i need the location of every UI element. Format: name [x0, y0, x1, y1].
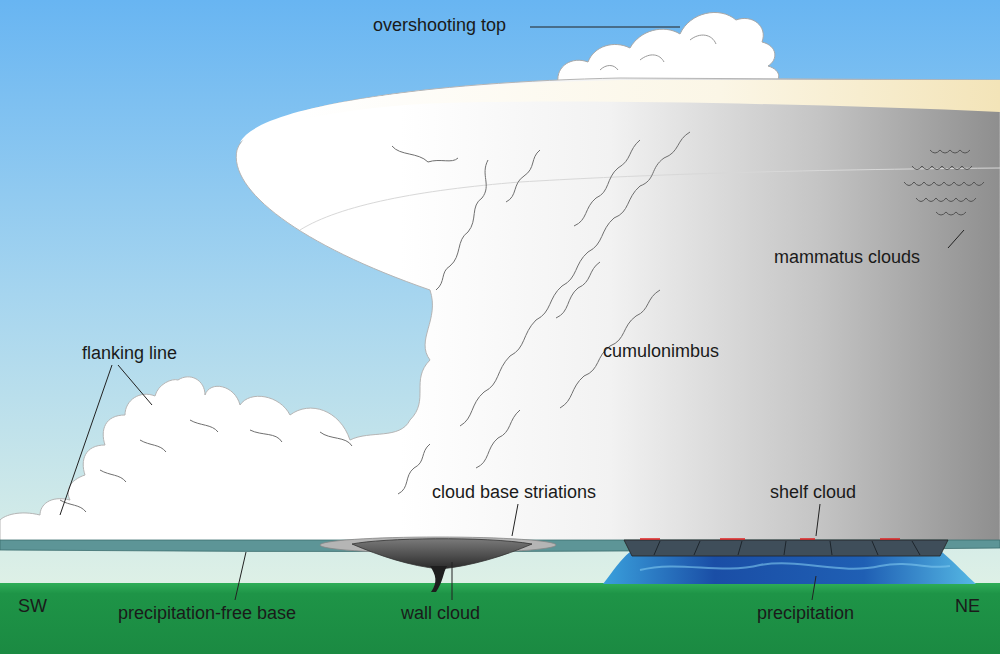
cloud-texture	[556, 262, 600, 318]
callout-label: shelf cloud	[770, 481, 856, 503]
shelf-striations	[654, 541, 920, 555]
callout-label: mammatus clouds	[774, 246, 920, 268]
mammatus-lobes	[930, 150, 970, 153]
cloud-texture	[460, 132, 690, 426]
callout-label: cumulonimbus	[603, 340, 719, 362]
mammatus-clouds	[904, 150, 984, 215]
cloud-texture	[398, 444, 430, 494]
callout-label: wall cloud	[401, 602, 480, 624]
shelf-edge-marks	[640, 538, 900, 540]
compass-direction: NE	[955, 595, 980, 617]
cloud-texture	[60, 132, 690, 512]
cloud-texture	[476, 410, 520, 468]
leader-line	[530, 27, 680, 28]
overshooting-top	[558, 12, 779, 84]
callout-label: cloud base striations	[432, 481, 596, 503]
funnel-cloud	[430, 566, 447, 592]
leader-line	[512, 504, 518, 536]
leader-line	[812, 576, 816, 600]
mammatus-lobes	[936, 212, 966, 215]
leader-lines	[60, 27, 964, 600]
ground	[0, 583, 1000, 654]
leader-line	[60, 365, 112, 515]
anvil-underside	[300, 168, 1000, 230]
leader-line	[948, 230, 964, 248]
cloud-texture	[574, 140, 640, 226]
cloud-texture	[436, 160, 488, 290]
leader-line	[452, 562, 453, 600]
compass-direction: SW	[18, 595, 47, 617]
mammatus-lobes	[912, 166, 972, 170]
cloud-texture	[506, 150, 540, 202]
callout-label: flanking line	[82, 342, 177, 364]
precipitation-texture	[640, 563, 950, 570]
cloud-texture	[600, 35, 716, 70]
cumulonimbus-cloud	[0, 78, 1000, 542]
shelf-striations	[654, 541, 920, 555]
wall-cloud	[352, 539, 532, 569]
sky	[0, 0, 1000, 590]
shelf-cloud	[624, 540, 948, 556]
callout-label: precipitation	[757, 602, 854, 624]
leader-line	[118, 365, 152, 405]
leader-line	[816, 504, 820, 536]
mammatus-lobes	[904, 182, 984, 186]
anvil-top	[240, 80, 1000, 142]
leader-line	[235, 552, 246, 600]
callout-label: overshooting top	[373, 14, 506, 36]
cloud-texture	[392, 146, 458, 162]
callout-label: precipitation-free base	[118, 602, 296, 624]
cloud-texture	[60, 420, 352, 512]
mammatus-lobes	[916, 198, 976, 202]
precipitation-shaft	[603, 552, 976, 584]
